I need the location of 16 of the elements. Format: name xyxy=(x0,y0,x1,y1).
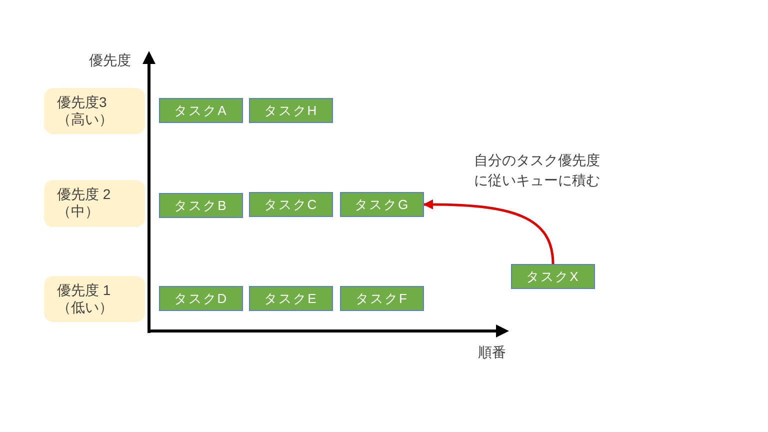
task-box: タスクD xyxy=(159,286,243,311)
axis-label: 順番 xyxy=(478,343,507,362)
priority-box: 優先度 2（中） xyxy=(44,180,145,227)
task-box: タスクX xyxy=(511,264,595,289)
axis-label: 優先度 xyxy=(89,51,132,70)
curved-arrow xyxy=(423,200,554,264)
priority-box: 優先度3（高い） xyxy=(44,88,145,134)
task-box: タスクG xyxy=(340,192,424,217)
task-box: タスクH xyxy=(249,98,333,123)
priority-box: 優先度 1（低い） xyxy=(44,276,145,322)
task-box: タスクF xyxy=(340,286,424,311)
annotation-text: 自分のタスク優先度に従いキューに積む xyxy=(474,151,601,190)
task-box: タスクB xyxy=(159,193,243,218)
task-box: タスクC xyxy=(249,192,333,217)
task-box: タスクA xyxy=(159,98,243,123)
task-box: タスクE xyxy=(249,286,333,311)
